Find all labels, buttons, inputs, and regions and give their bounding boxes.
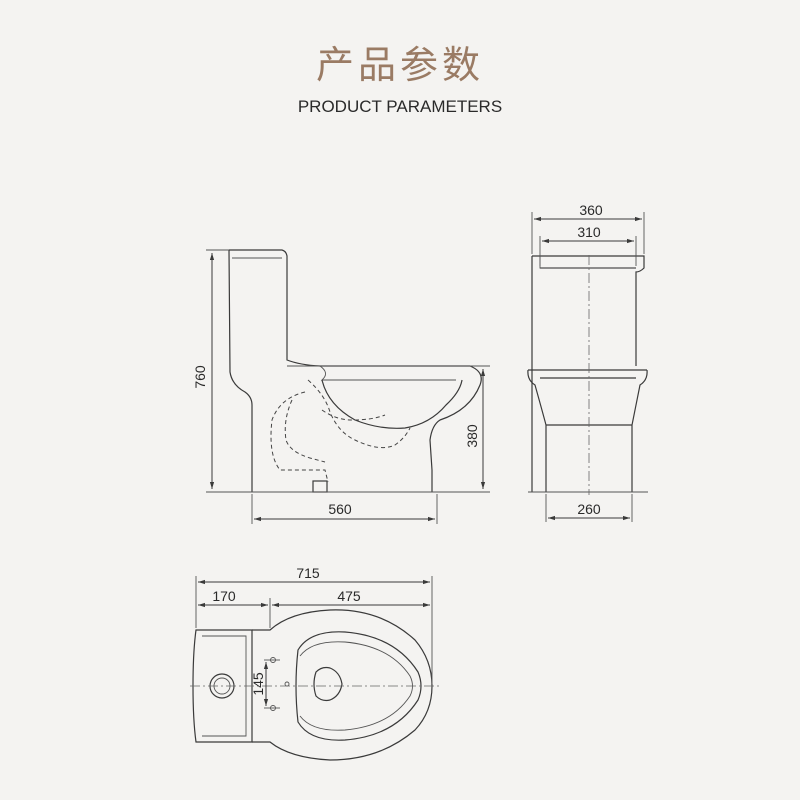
front-bowl-outline	[527, 369, 648, 492]
side-tank-outline	[228, 249, 482, 492]
top-seat-outline	[295, 631, 422, 741]
side-trapway	[270, 379, 411, 483]
dim-top-length-label: 715	[296, 565, 320, 581]
front-tank-outline	[531, 255, 645, 492]
side-floor-outlet	[312, 480, 328, 493]
page-title: 产品参数	[315, 43, 484, 87]
dim-side-depth-label: 560	[328, 501, 352, 517]
dim-tank-depth-label: 170	[212, 588, 236, 604]
top-view: 715 170 475 145	[190, 565, 440, 761]
dim-mount-spacing-label: 145	[250, 672, 266, 696]
top-tank-outline	[192, 629, 253, 743]
dim-front-base-label: 260	[577, 501, 601, 517]
front-view: 360 310 260	[527, 202, 648, 522]
side-bowl-rim	[287, 365, 470, 381]
page-subtitle: PRODUCT PARAMETERS	[297, 97, 503, 116]
center-mark	[284, 681, 290, 687]
side-view: 760 380 560	[192, 249, 490, 524]
dim-seat-height-label: 380	[464, 424, 480, 448]
top-drain-opening	[313, 666, 343, 702]
side-bowl-inner	[321, 379, 463, 429]
dim-front-top-label: 360	[579, 202, 603, 218]
front-tank-lid	[539, 256, 636, 269]
dim-side-height-label: 760	[192, 365, 208, 389]
dim-front-inner-label: 310	[577, 224, 601, 240]
dim-bowl-length-label: 475	[337, 588, 361, 604]
